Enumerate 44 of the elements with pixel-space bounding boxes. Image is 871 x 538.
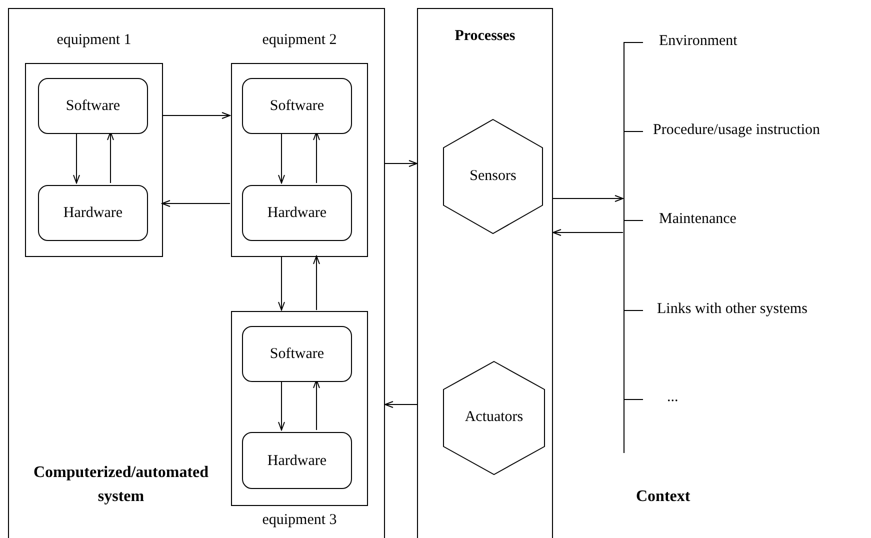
equipment-label: equipment 3 xyxy=(261,511,338,529)
component-box xyxy=(242,326,352,382)
context-title: Context xyxy=(636,488,690,506)
hexagon-label: Sensors xyxy=(468,166,518,184)
context-item-label: Environment xyxy=(659,32,738,50)
context-bar xyxy=(623,42,643,453)
arrow xyxy=(278,256,285,310)
arrow xyxy=(384,401,418,408)
arrow xyxy=(278,380,285,430)
hexagon-node xyxy=(443,119,543,234)
component-label: Hardware xyxy=(62,204,124,222)
panel-title: Computerized/automated system xyxy=(32,463,210,507)
equipment-label: equipment 1 xyxy=(56,31,132,49)
arrow xyxy=(313,256,320,310)
arrow xyxy=(73,132,80,184)
panel-title: Processes xyxy=(454,27,516,45)
arrow xyxy=(278,132,285,184)
component-label: Software xyxy=(64,97,122,115)
arrow xyxy=(552,229,624,236)
system-panel xyxy=(8,8,385,538)
component-box xyxy=(38,185,148,241)
context-item-label: Maintenance xyxy=(659,210,736,228)
arrow xyxy=(552,195,624,202)
component-label: Hardware xyxy=(266,204,328,222)
equipment-label: equipment 2 xyxy=(261,31,338,49)
component-box xyxy=(242,185,352,241)
arrow xyxy=(313,380,320,430)
component-box xyxy=(242,78,352,134)
arrow xyxy=(162,200,230,207)
context-item-label: Links with other systems xyxy=(657,300,808,318)
arrow xyxy=(384,160,418,167)
arrow xyxy=(107,132,114,184)
processes-panel xyxy=(417,8,553,538)
hexagon-label: Actuators xyxy=(464,408,524,426)
arrow xyxy=(162,112,230,119)
component-label: Software xyxy=(268,345,326,363)
component-label: Software xyxy=(268,97,326,115)
arrow xyxy=(313,132,320,184)
hexagon-node xyxy=(443,361,545,475)
component-box xyxy=(242,432,352,489)
context-item-label: ... xyxy=(667,388,678,406)
context-item-label: Procedure/usage instruction xyxy=(653,121,820,139)
component-label: Hardware xyxy=(266,452,328,470)
component-box xyxy=(38,78,148,134)
